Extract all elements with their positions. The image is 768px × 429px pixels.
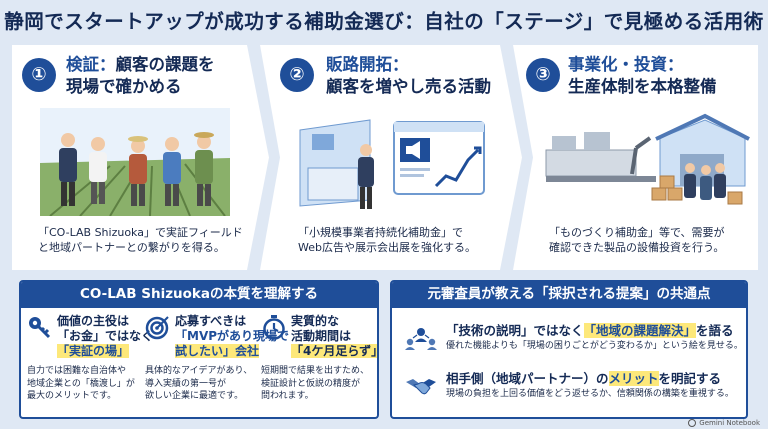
step-2-desc-line1: 「小規模事業者持続化補助金」で [298,226,463,239]
examiner-point1-sub: 優れた機能よりも「現場の困りごとがどう変わるか」という絵を見せる。 [446,341,743,351]
step-3-description: 「ものづくり補助金」等で、需要が 確認できた製品の設備投資を行う。 [549,225,725,255]
credit-text: Gemini Notebook [699,419,760,427]
examiner-box-header: 元審査員が教える「採択される提案」の共通点 [392,282,746,308]
step-1-desc-line2: と地域パートナーとの繋がりを得る。 [38,241,225,254]
people-icon [59,132,214,206]
handshake-icon [406,379,436,395]
step-1-title: 検証：顧客の課題を 現場で確かめる [66,54,215,98]
examiner-point1-head-b: 「地域の課題解決」 [583,323,697,338]
colab-col1-body-line1: 自力では困難な自治体や [27,366,127,376]
robot-arm-icon [630,136,652,175]
step-1-title-rest: 顧客の課題を [115,55,215,74]
colab-col2-body-line2: 導入実績の第一号が [145,378,227,389]
colab-col2-body-line3: 欲しい企業に最適です。 [145,391,244,401]
step-3-title: 事業化・投資： 生産体制を本格整備 [568,54,717,98]
examiner-point-1: 「技術の説明」ではなく「地域の課題解決」を語る 優れた機能よりも「現場の困りごと… [404,322,743,353]
step-2-desc-line2: Web広告や展示会出展を強化する。 [298,241,476,254]
colab-col2-head-line3: 試したい」会社 [175,344,260,358]
examiner-point2-sub: 現場の負担を上回る価値をどう返せるか、信頼関係の構築を重視する。 [446,389,734,399]
colab-col1-head-line2: 「お金」ではなく [57,329,154,343]
examiner-point1-head-a: 「技術の説明」ではなく [446,323,584,338]
examiner-tips-box: 元審査員が教える「採択される提案」の共通点 「技術の説明」ではなく「地域の課題解… [390,280,748,419]
examiner-point1-head-c: を語る [696,323,734,338]
colab-column-1: 価値の主役は 「お金」ではなく 「実証の場」 自力では困難な自治体や 地域企業と… [27,314,153,403]
step-1-title-line2: 現場で確かめる [66,77,182,96]
step-1-description: 「CO-LAB Shizuoka」で実証フィールド と地域パートナーとの繋がりを… [38,225,243,255]
examiner-point2-head-b: メリット [608,371,659,386]
step-2-title-line2: 顧客を増やし売る活動 [326,77,491,96]
step-1-number-badge: ① [22,58,56,92]
colab-col3-body: 短期間で結果を出すため、 検証設計と仮説の精度が 問われます。 [261,365,377,403]
target-icon [145,316,169,340]
colab-essence-box: CO-LAB Shizuokaの本質を理解する 価値の主役は 「お金」ではなく … [19,280,379,419]
colab-col1-head-line3: 「実証の場」 [57,344,130,358]
step-3-desc-line1: 「ものづくり補助金」等で、需要が [549,226,725,239]
step-3-number-badge: ③ [526,58,560,92]
stopwatch-icon [263,315,285,340]
step-3-desc-line2: 確認できた製品の設備投資を行う。 [549,241,725,254]
step-3-title-line2: 生産体制を本格整備 [568,77,717,96]
factory-investment-illustration [545,113,750,205]
step-2-title-highlight: 販路開拓： [326,55,409,74]
colab-col3-body-line1: 短期間で結果を出すため、 [261,366,370,376]
field-verification-illustration [40,108,230,216]
step-2-number-badge: ② [280,58,314,92]
step-1-title-highlight: 検証： [66,55,116,74]
colab-col2-head-line1: 応募すべきは [175,314,247,328]
step-3-title-highlight: 事業化・投資： [568,55,684,74]
people-network-icon [405,328,437,350]
step-1-desc-line1: 「CO-LAB Shizuoka」で実証フィールド [38,226,243,239]
colab-box-header: CO-LAB Shizuokaの本質を理解する [21,282,377,308]
colab-col3-body-line2: 検証設計と仮説の精度が [261,378,361,389]
colab-col3-head-line2: 活動期間は [291,329,352,343]
colab-col2-head-line2: 「MVPがあり現場で [175,329,290,343]
colab-col1-head-line1: 価値の主役は [57,314,130,328]
colab-column-3: 実質的な 活動期間は 「4ケ月足らず」 短期間で結果を出すため、 検証設計と仮説… [261,314,377,403]
page-title: 静岡でスタートアップが成功する補助金選び：自社の「ステージ」で見極める活用術 [4,10,764,33]
colab-column-2: 応募すべきは 「MVPがあり現場で 試したい」会社 具体的なアイデアがあり、 導… [145,314,289,403]
colab-col3-head-line3: 「4ケ月足らず」 [291,344,377,358]
colab-col1-body-line2: 地域企業との「橋渡し」が [27,378,135,389]
notebook-logo-icon [688,419,697,427]
colab-col2-body: 具体的なアイデアがあり、 導入実績の第一号が 欲しい企業に最適です。 [145,365,263,403]
colab-col1-body-line3: 最大のメリットです。 [27,391,117,401]
step-2-title: 販路開拓： 顧客を増やし売る活動 [326,54,491,98]
colab-col1-body: 自力では困難な自治体や 地域企業との「橋渡し」が 最大のメリットです。 [27,365,145,403]
examiner-point2-head-a: 相手側（地域パートナー）の [446,371,609,386]
sales-channel-illustration [299,119,485,209]
key-icon [29,317,51,339]
production-line-icon [545,132,656,182]
colab-col3-head-line1: 実質的な [291,314,340,328]
colab-col2-body-line1: 具体的なアイデアがあり、 [145,366,253,376]
credit-footer: Gemini Notebook [688,419,760,427]
examiner-point-2: 相手側（地域パートナー）のメリットを明記する 現場の負担を上回る価値をどう返せる… [404,370,734,401]
step-2-description: 「小規模事業者持続化補助金」で Web広告や展示会出展を強化する。 [298,225,476,255]
web-ad-window-icon [393,121,485,195]
exhibition-booth-icon [299,119,371,207]
colab-col3-body-line3: 問われます。 [261,391,314,401]
examiner-point2-head-c: を明記する [658,371,722,386]
